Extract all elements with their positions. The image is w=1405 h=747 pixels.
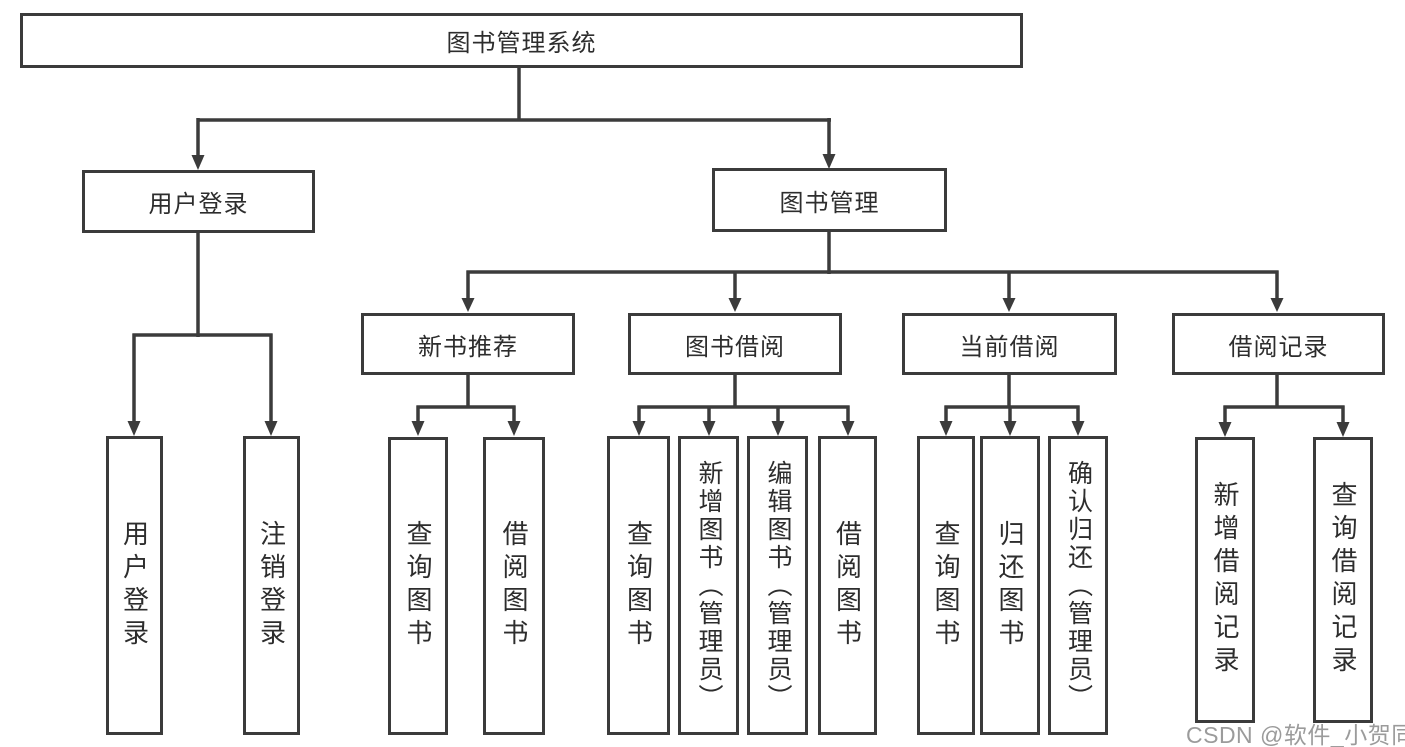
node-book-borrow: 图书借阅 xyxy=(628,313,842,375)
node-book-borrow-label: 图书借阅 xyxy=(685,333,785,361)
node-root-system: 图书管理系统 xyxy=(20,13,1023,68)
leaf-user-login-label: 用户登录 xyxy=(119,519,150,652)
leaf-add-borrow-record-label: 新增借阅记录 xyxy=(1210,481,1240,679)
edge-borrow-record-split xyxy=(1223,375,1345,423)
edge-root-split xyxy=(196,68,831,156)
leaf-logout: 注销登录 xyxy=(243,436,300,735)
csdn-watermark: CSDN @软件_小贺同学 xyxy=(1186,722,1405,747)
edge-book-mgmt-split xyxy=(466,232,1279,299)
node-current-borrow: 当前借阅 xyxy=(902,313,1117,375)
leaf-return-book-label: 归还图书 xyxy=(995,519,1025,652)
leaf-recommend-borrow-book: 借阅图书 xyxy=(483,437,545,735)
leaf-borrow-search-book: 查询图书 xyxy=(607,436,670,735)
node-book-management: 图书管理 xyxy=(712,168,947,232)
node-borrow-records-label: 借阅记录 xyxy=(1228,333,1329,361)
leaf-recommend-search-book-label: 查询图书 xyxy=(403,520,433,652)
node-new-book-recommend: 新书推荐 xyxy=(361,313,575,375)
node-current-borrow-label: 当前借阅 xyxy=(959,333,1060,361)
leaf-edit-book-admin-label: 编辑图书（管理员） xyxy=(764,459,792,712)
edge-current-borrow-split xyxy=(944,375,1080,423)
leaf-return-book: 归还图书 xyxy=(980,436,1040,735)
edge-book-borrow-split xyxy=(637,375,850,423)
edge-user-login-split xyxy=(132,233,273,423)
node-book-management-label: 图书管理 xyxy=(779,189,880,217)
leaf-confirm-return-admin-label: 确认归还（管理员） xyxy=(1064,459,1093,712)
leaf-add-borrow-record: 新增借阅记录 xyxy=(1195,437,1255,723)
leaf-logout-label: 注销登录 xyxy=(256,519,287,652)
node-root-system-label: 图书管理系统 xyxy=(446,30,597,57)
leaf-current-search-book: 查询图书 xyxy=(917,436,975,735)
arrowheads xyxy=(127,154,1350,437)
leaf-confirm-return-admin: 确认归还（管理员） xyxy=(1048,436,1108,735)
leaf-borrow-book-label: 借阅图书 xyxy=(832,519,863,652)
leaf-edit-book-admin: 编辑图书（管理员） xyxy=(747,436,808,735)
node-borrow-records: 借阅记录 xyxy=(1172,313,1385,375)
leaf-user-login: 用户登录 xyxy=(106,436,163,735)
leaf-search-borrow-record: 查询借阅记录 xyxy=(1313,437,1373,723)
node-user-login: 用户登录 xyxy=(82,170,315,233)
leaf-recommend-search-book: 查询图书 xyxy=(388,437,448,735)
leaf-search-borrow-record-label: 查询借阅记录 xyxy=(1328,481,1358,679)
leaf-borrow-book: 借阅图书 xyxy=(818,436,877,735)
leaf-current-search-book-label: 查询图书 xyxy=(931,519,961,652)
leaf-add-book-admin: 新增图书（管理员） xyxy=(678,436,739,735)
leaf-recommend-borrow-book-label: 借阅图书 xyxy=(499,520,529,652)
edge-new-book-split xyxy=(416,375,516,423)
node-user-login-label: 用户登录 xyxy=(148,191,249,218)
node-new-book-recommend-label: 新书推荐 xyxy=(418,333,518,361)
leaf-borrow-search-book-label: 查询图书 xyxy=(623,519,654,652)
leaf-add-book-admin-label: 新增图书（管理员） xyxy=(695,459,723,712)
